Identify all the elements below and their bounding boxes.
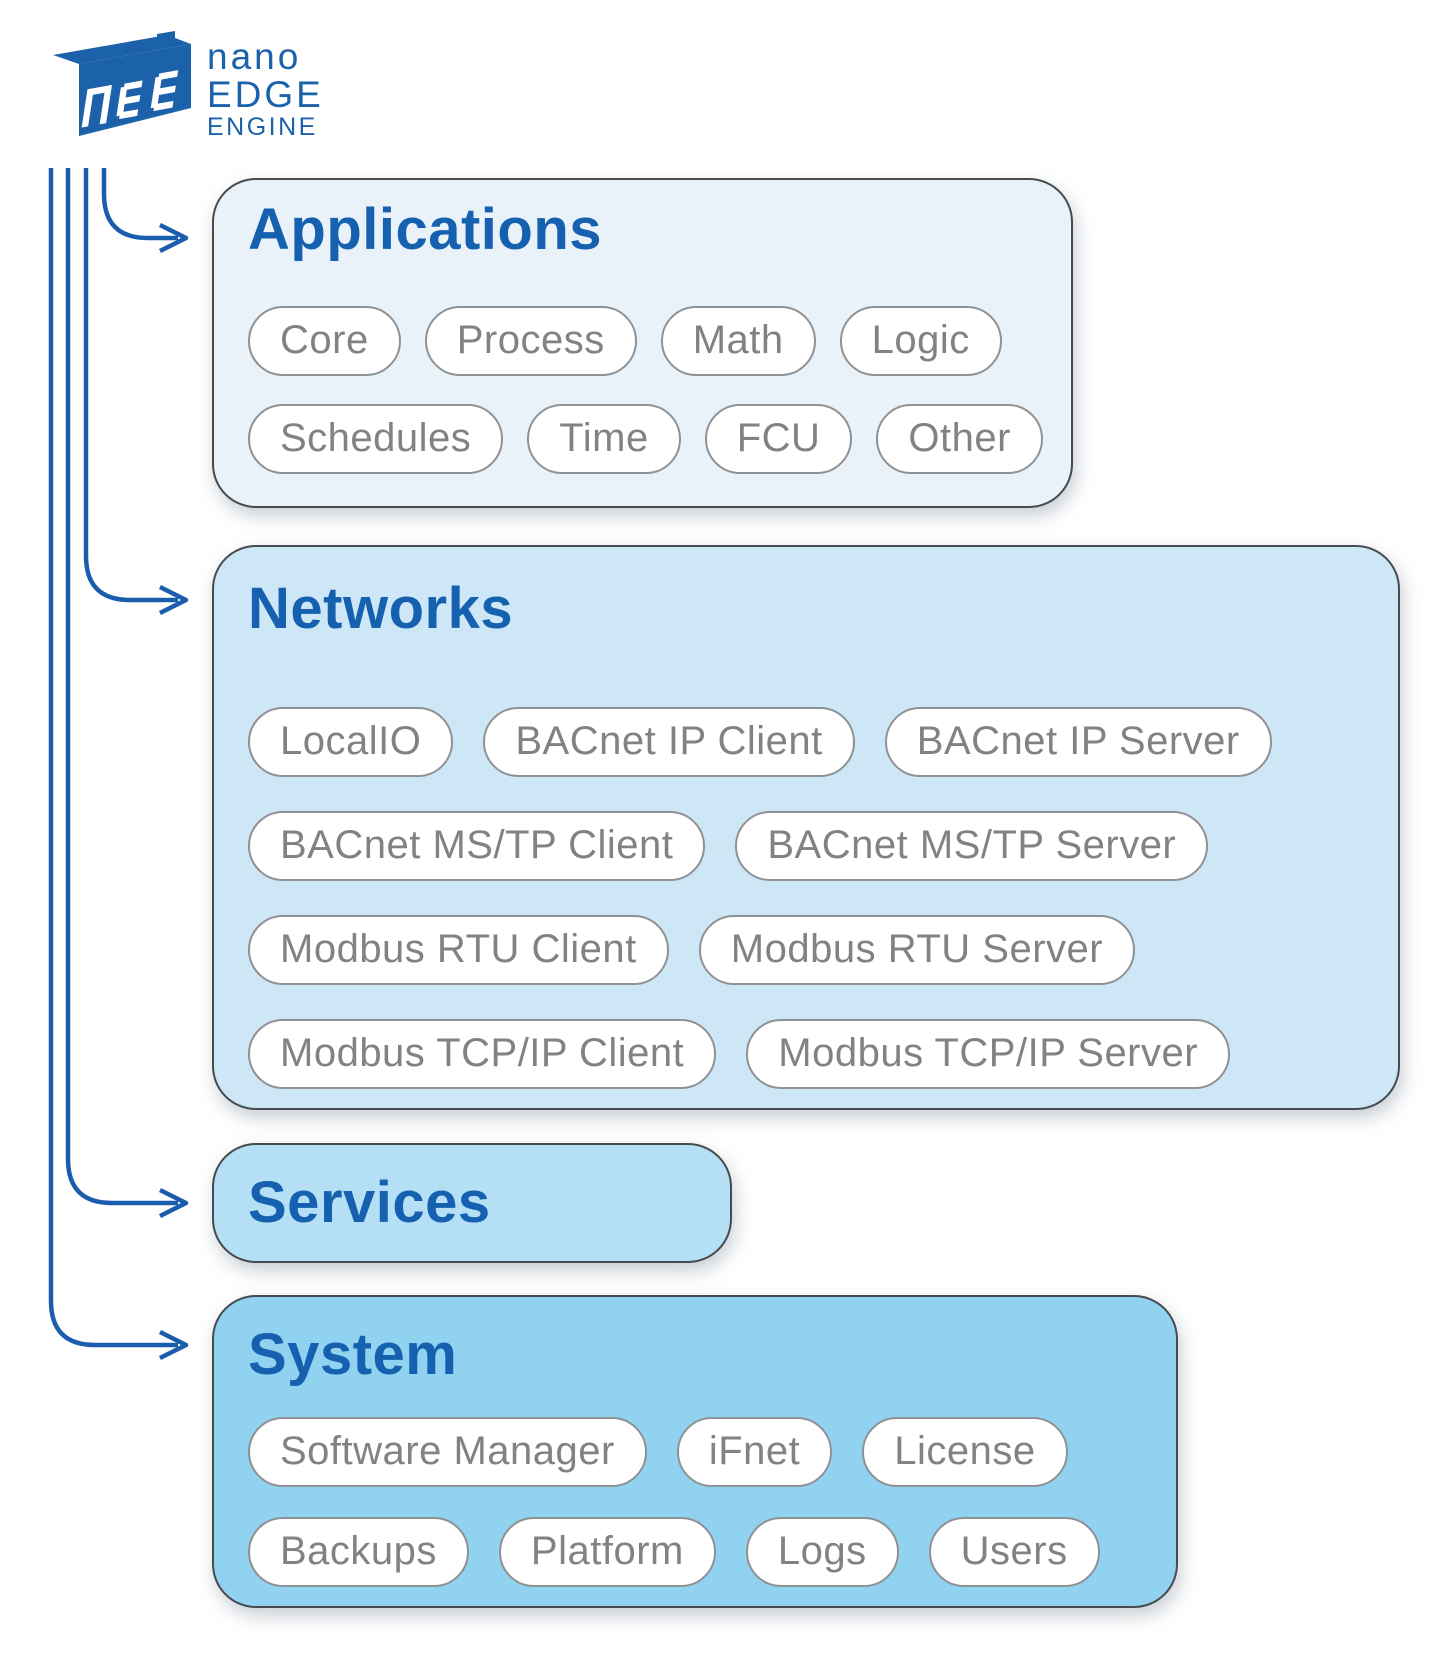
- pill-row: Schedules Time FCU Other: [248, 403, 1051, 474]
- pill-localio: LocalIO: [248, 706, 454, 777]
- nanoedge-logo-text: nano EDGE ENGINE: [207, 38, 324, 142]
- logo-word-edge: EDGE: [207, 74, 324, 115]
- pill-math: Math: [660, 305, 816, 376]
- connector-applications: [101, 168, 178, 241]
- pill-logs: Logs: [745, 1516, 899, 1587]
- pill-row: Backups Platform Logs Users: [248, 1516, 1156, 1587]
- pill-schedules: Schedules: [248, 403, 504, 474]
- nanoedge-cube-icon: [53, 31, 191, 136]
- connector-networks: [83, 168, 178, 603]
- pill-other: Other: [876, 403, 1043, 474]
- arrowhead-system: [158, 1329, 189, 1361]
- networks-title: Networks: [248, 576, 514, 641]
- connector-system: [48, 168, 178, 1348]
- system-title: System: [248, 1322, 458, 1387]
- pill-fcu: FCU: [704, 403, 853, 474]
- pill-platform: Platform: [498, 1516, 716, 1587]
- pill-time: Time: [527, 403, 681, 474]
- pill-bacnet-ms-tp-server: BACnet MS/TP Server: [735, 810, 1209, 881]
- pill-bacnet-ms-tp-client: BACnet MS/TP Client: [248, 810, 706, 881]
- applications-title: Applications: [248, 197, 603, 262]
- pill-modbus-tcp-ip-server: Modbus TCP/IP Server: [746, 1018, 1231, 1089]
- pill-modbus-rtu-client: Modbus RTU Client: [248, 914, 669, 985]
- pill-software-manager: Software Manager: [248, 1416, 647, 1487]
- section-services: Services: [212, 1143, 732, 1263]
- section-networks: Networks LocalIO BACnet IP Client BACnet I…: [212, 545, 1400, 1110]
- pill-row: Modbus RTU Client Modbus RTU Server: [248, 914, 1378, 985]
- pill-license: License: [862, 1416, 1068, 1487]
- pill-bacnet-ip-server: BACnet IP Server: [884, 706, 1272, 777]
- pill-row: Software Manager iFnet License: [248, 1416, 1156, 1487]
- connector-services: [65, 168, 178, 1206]
- pill-core: Core: [248, 305, 401, 376]
- pill-modbus-rtu-server: Modbus RTU Server: [698, 914, 1136, 985]
- arrowhead-networks: [158, 584, 189, 616]
- arrowhead-applications: [158, 222, 189, 254]
- pill-modbus-tcp-ip-client: Modbus TCP/IP Client: [248, 1018, 717, 1089]
- nanoedge-logo: nano EDGE ENGINE: [45, 30, 324, 142]
- logo-word-nano: nano: [207, 36, 302, 77]
- services-title: Services: [248, 1170, 491, 1235]
- pill-bacnet-ip-client: BACnet IP Client: [483, 706, 855, 777]
- pill-process: Process: [424, 305, 637, 376]
- pill-row: Modbus TCP/IP Client Modbus TCP/IP Server: [248, 1018, 1378, 1089]
- pill-users: Users: [928, 1516, 1100, 1587]
- pill-logic: Logic: [839, 305, 1002, 376]
- pill-ifnet: iFnet: [676, 1416, 833, 1487]
- pill-row: BACnet MS/TP Client BACnet MS/TP Server: [248, 810, 1378, 881]
- pill-backups: Backups: [248, 1516, 469, 1587]
- arrowhead-services: [158, 1187, 189, 1219]
- pill-row: LocalIO BACnet IP Client BACnet IP Server: [248, 706, 1378, 777]
- logo-word-engine: ENGINE: [207, 113, 318, 141]
- pill-row: Core Process Math Logic: [248, 305, 1051, 376]
